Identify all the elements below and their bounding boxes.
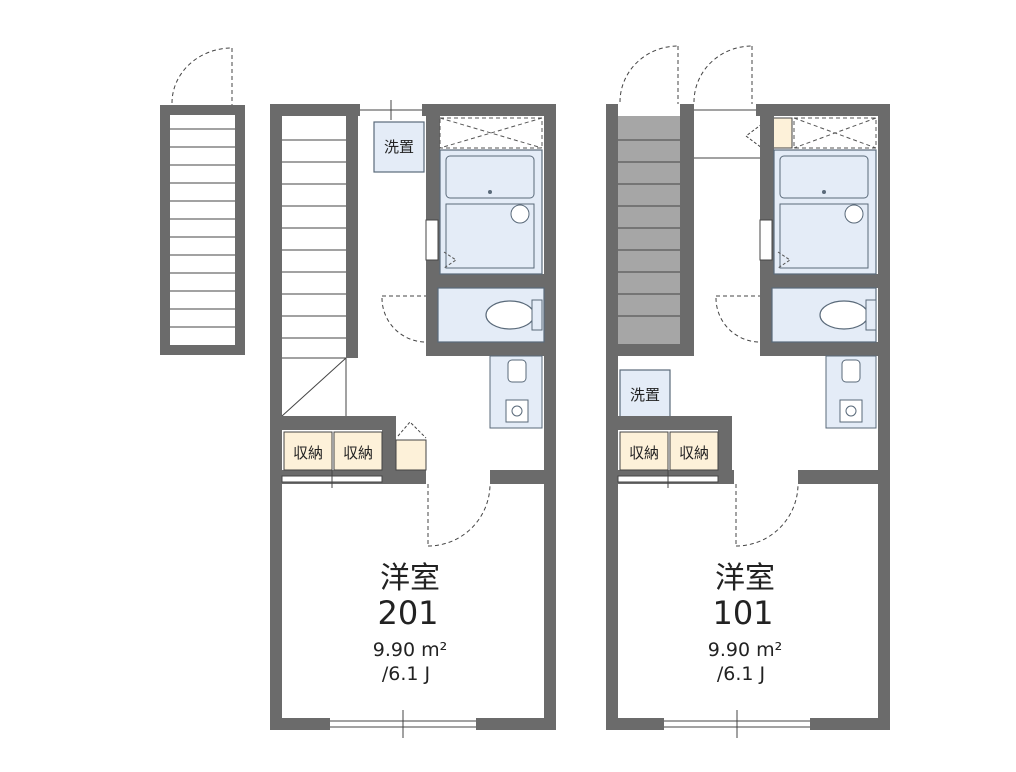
unit-101-top-door-swings — [619, 45, 753, 104]
unit-201-closet-left-label: 収納 — [293, 444, 323, 462]
unit-101-bathtub — [773, 149, 877, 275]
unit-201-stair — [281, 116, 358, 417]
external-stair-treads — [170, 128, 235, 328]
unit-201-window — [330, 710, 476, 738]
unit-101-window — [664, 710, 810, 738]
external-staircase — [160, 47, 245, 355]
unit-101-upper-storage — [793, 117, 877, 149]
unit-101: 洗置 収納 収納 洋室 101 9.90 m² /6.1 J — [606, 45, 890, 738]
unit-101-room-number: 101 — [712, 594, 773, 632]
unit-201-toilet — [437, 287, 545, 343]
external-stair-door-swing — [171, 47, 233, 105]
unit-201-genkan — [395, 421, 427, 471]
unit-201-room-number: 201 — [377, 594, 438, 632]
unit-101-closet-right-label: 収納 — [679, 444, 709, 462]
unit-201: 洗置 — [270, 100, 556, 738]
unit-101-kitchen — [825, 355, 877, 429]
unit-201-bathtub — [439, 149, 543, 275]
unit-101-size: /6.1 J — [717, 663, 765, 685]
unit-201-toilet-door-swing — [381, 295, 427, 343]
unit-101-area: 9.90 m² — [708, 639, 782, 661]
unit-101-toilet — [771, 287, 877, 343]
unit-201-size: /6.1 J — [382, 663, 430, 685]
unit-201-room-type: 洋室 — [380, 561, 440, 596]
unit-101-closet-right: 収納 — [669, 431, 719, 471]
unit-201-closet-right: 収納 — [333, 431, 383, 471]
unit-201-area: 9.90 m² — [373, 639, 447, 661]
unit-101-closet-left-label: 収納 — [629, 444, 659, 462]
unit-201-closet-left: 収納 — [283, 431, 333, 471]
unit-201-room-door-swing — [427, 483, 491, 547]
unit-201-upper-storage — [439, 117, 543, 149]
unit-101-room-door-swing — [735, 483, 799, 547]
unit-101-washer-label: 洗置 — [630, 386, 660, 404]
unit-201-kitchen — [489, 355, 543, 429]
unit-201-washer-space: 洗置 — [373, 121, 425, 173]
unit-201-washer-label: 洗置 — [384, 138, 414, 156]
unit-101-closet-left: 収納 — [619, 431, 669, 471]
unit-201-closet-right-label: 収納 — [343, 444, 373, 462]
unit-101-stair — [618, 104, 694, 356]
unit-101-room-type: 洋室 — [715, 561, 775, 596]
unit-101-washer-space: 洗置 — [619, 369, 671, 419]
unit-101-toilet-door-swing — [715, 295, 761, 343]
